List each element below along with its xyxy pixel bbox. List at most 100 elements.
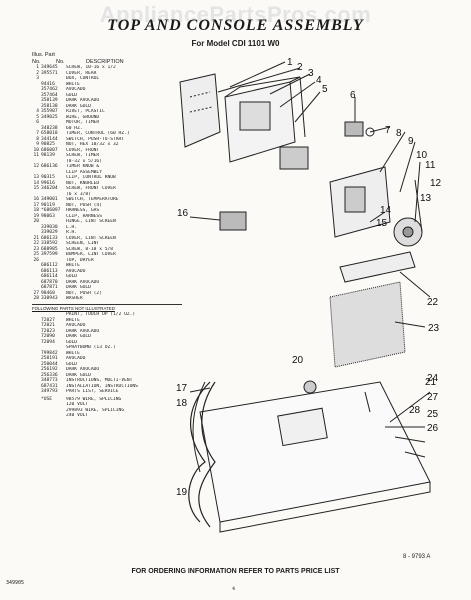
page-number: 4 xyxy=(232,586,236,592)
part-number: 687431 xyxy=(41,383,58,389)
part-number: 358139 xyxy=(41,98,58,103)
part-no-header: No. xyxy=(56,58,65,65)
callout-number: 6 xyxy=(350,90,356,101)
part-description: SWITCH, PUSH-TO-START xyxy=(66,136,125,142)
illus-number: 12 xyxy=(33,164,39,169)
description-header: DESCRIPTION xyxy=(86,58,124,65)
part-number: 349645 xyxy=(41,65,58,70)
part-number: 358138 xyxy=(41,103,58,109)
part-number: 349001 xyxy=(41,197,58,202)
part-description: SCREW, TIMER xyxy=(66,153,100,158)
part-number: 395571 xyxy=(41,70,58,76)
dryer-top xyxy=(199,381,431,523)
part-number: 686007 xyxy=(41,147,58,153)
callout-number: 21 xyxy=(425,377,437,388)
part-number: 339029 xyxy=(41,230,58,235)
callout-number: 12 xyxy=(430,178,442,189)
hinge xyxy=(303,380,317,394)
callout-number: 24 xyxy=(427,373,439,384)
part-description: CLIP ASSEMBLY xyxy=(66,169,102,175)
parts-row: (8-32 x 5/16) xyxy=(32,159,182,165)
part-number: 686112 xyxy=(41,263,58,268)
part-number: 72090 xyxy=(41,334,55,339)
part-description: DARK GOLD xyxy=(66,285,91,290)
callout-number: 14 xyxy=(380,205,392,216)
part-number: 349793 xyxy=(41,389,58,394)
exploded-diagram xyxy=(179,61,431,533)
part-description: COVER, LINT SCREEN xyxy=(66,235,116,241)
part-description: AVOCADO xyxy=(66,356,86,361)
part-number: 338592 xyxy=(41,241,58,246)
push-switch xyxy=(344,121,364,137)
illus-number: 13 xyxy=(33,175,39,180)
part-description: DARK GOLD xyxy=(66,103,91,109)
part-description: 299893 WIRE, SPLICING xyxy=(66,407,125,413)
part-number: *686097 xyxy=(41,208,61,213)
parts-row: 299893 WIRE, SPLICING xyxy=(32,408,182,414)
part-description: L.H. xyxy=(66,224,78,230)
callout-number: 27 xyxy=(427,392,439,403)
lint-screen xyxy=(329,281,406,368)
temperature-switch xyxy=(219,211,247,231)
callout-number: 25 xyxy=(427,409,439,420)
part-description: DARK AVOCADO xyxy=(66,367,100,372)
part-description: WHITE xyxy=(66,317,80,323)
part-number: 258191 xyxy=(41,356,58,361)
part-number: 346204 xyxy=(41,186,58,191)
callout-number: 10 xyxy=(416,150,428,161)
part-number: 349025 xyxy=(41,114,58,120)
callout-number: 23 xyxy=(428,323,440,334)
part-number: 348238 xyxy=(41,125,58,131)
part-number xyxy=(41,413,66,419)
callout-number: 2 xyxy=(297,62,303,73)
figure-number: 8 - 9793 A xyxy=(403,554,431,560)
footer-note: FOR ORDERING INFORMATION REFER TO PARTS … xyxy=(131,568,340,575)
part-description: DARK GOLD xyxy=(66,372,91,378)
not-illustrated-heading: FOLLOWING PARTS NOT ILLUSTRATED xyxy=(32,305,115,311)
part-description: DARK GOLD xyxy=(66,334,91,339)
part-description: GOLD xyxy=(66,361,78,367)
part-number: 94416 xyxy=(41,81,55,87)
part-number: 256336 xyxy=(41,372,58,378)
callout-number: 18 xyxy=(176,398,188,409)
part-number: 72027 xyxy=(41,317,55,323)
parts-row: SPRAYBOMB (13 OZ.) xyxy=(32,345,182,351)
callout-number: 20 xyxy=(292,355,304,366)
callout-number: 8 xyxy=(396,128,402,139)
illus-number: 22 xyxy=(33,241,39,246)
parts-row: 72090 DARK GOLD xyxy=(32,334,182,340)
illus-number: 26 xyxy=(33,257,39,263)
part-description: SPRAYBOMB (13 OZ.) xyxy=(66,345,116,350)
parts-row: 258191 AVOCADO xyxy=(32,356,182,362)
part-number: 250044 xyxy=(41,361,58,367)
illus-number: 7 xyxy=(36,131,39,136)
part-description: COVER, FRONT xyxy=(66,147,100,153)
lint-screen-cover xyxy=(339,251,416,283)
part-description: HINGE, LINT SCREEN xyxy=(66,219,116,224)
part-description: WHITE xyxy=(66,263,80,268)
illus-number: 6 xyxy=(36,120,39,125)
document-number: 349905 xyxy=(6,580,25,586)
illus-number: 27 xyxy=(33,290,39,296)
